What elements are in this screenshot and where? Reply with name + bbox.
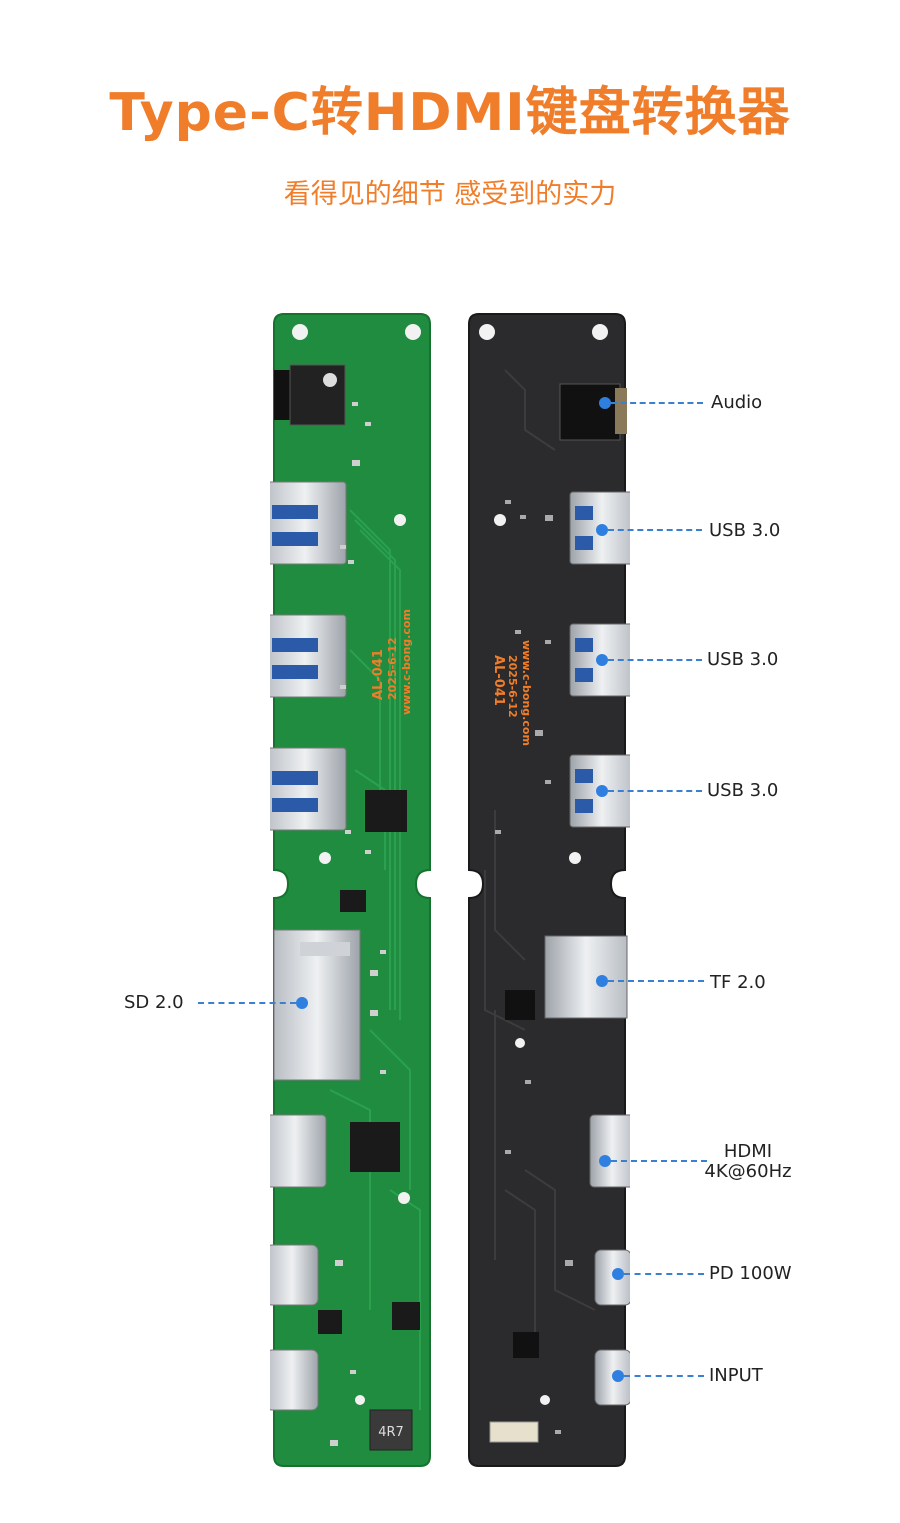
input-callout-line — [624, 1375, 704, 1377]
hdmi-callout-dot — [599, 1155, 611, 1167]
usb1-callout-dot — [596, 524, 608, 536]
usb2-callout-line — [608, 659, 702, 661]
usb3-callout-line — [608, 790, 702, 792]
pd-callout-line — [624, 1273, 704, 1275]
audio-label: Audio — [711, 392, 763, 413]
usb2-label: USB 3.0 — [707, 649, 779, 670]
input-label: INPUT — [709, 1365, 763, 1386]
usb3-label: USB 3.0 — [707, 780, 779, 801]
sd-callout-dot — [296, 997, 308, 1009]
back-model-text: AL-041 — [491, 655, 506, 706]
pd-label: PD 100W — [709, 1263, 792, 1284]
audio-callout-dot — [599, 397, 611, 409]
front-date-text: 2025-6-12 — [386, 637, 399, 700]
back-url-text: www.c-bong.com — [520, 640, 533, 746]
sd-callout-line — [198, 1002, 296, 1004]
hdmi-label-line1: HDMI — [723, 1141, 773, 1162]
front-url-text: www.c-bong.com — [400, 609, 413, 715]
front-pcb-board: 4R7 AL-041 2025-6-12 www.c-bong.com — [270, 313, 431, 1467]
hdmi-label: HDMI 4K@60Hz — [698, 1142, 798, 1182]
pd-callout-dot — [612, 1268, 624, 1280]
usb2-callout-dot — [596, 654, 608, 666]
usb3-callout-dot — [596, 785, 608, 797]
tf-callout-line — [608, 980, 704, 982]
usb1-callout-line — [608, 529, 702, 531]
page-title: Type-C转HDMI键盘转换器 — [109, 83, 791, 143]
input-callout-dot — [612, 1370, 624, 1382]
page-subtitle: 看得见的细节 感受到的实力 — [283, 179, 617, 210]
sd-label: SD 2.0 — [124, 992, 184, 1013]
back-pcb-board: AL-041 2025-6-12 www.c-bong.com — [468, 313, 630, 1467]
tf-label: TF 2.0 — [710, 972, 766, 993]
inductor-mark: 4R7 — [378, 1425, 404, 1440]
back-date-text: 2025-6-12 — [506, 655, 519, 718]
usb1-label: USB 3.0 — [709, 520, 781, 541]
tf-callout-dot — [596, 975, 608, 987]
hdmi-label-line2: 4K@60Hz — [704, 1161, 792, 1182]
front-model-text: AL-041 — [371, 649, 386, 700]
audio-callout-line — [611, 402, 703, 404]
hdmi-callout-line — [611, 1160, 707, 1162]
